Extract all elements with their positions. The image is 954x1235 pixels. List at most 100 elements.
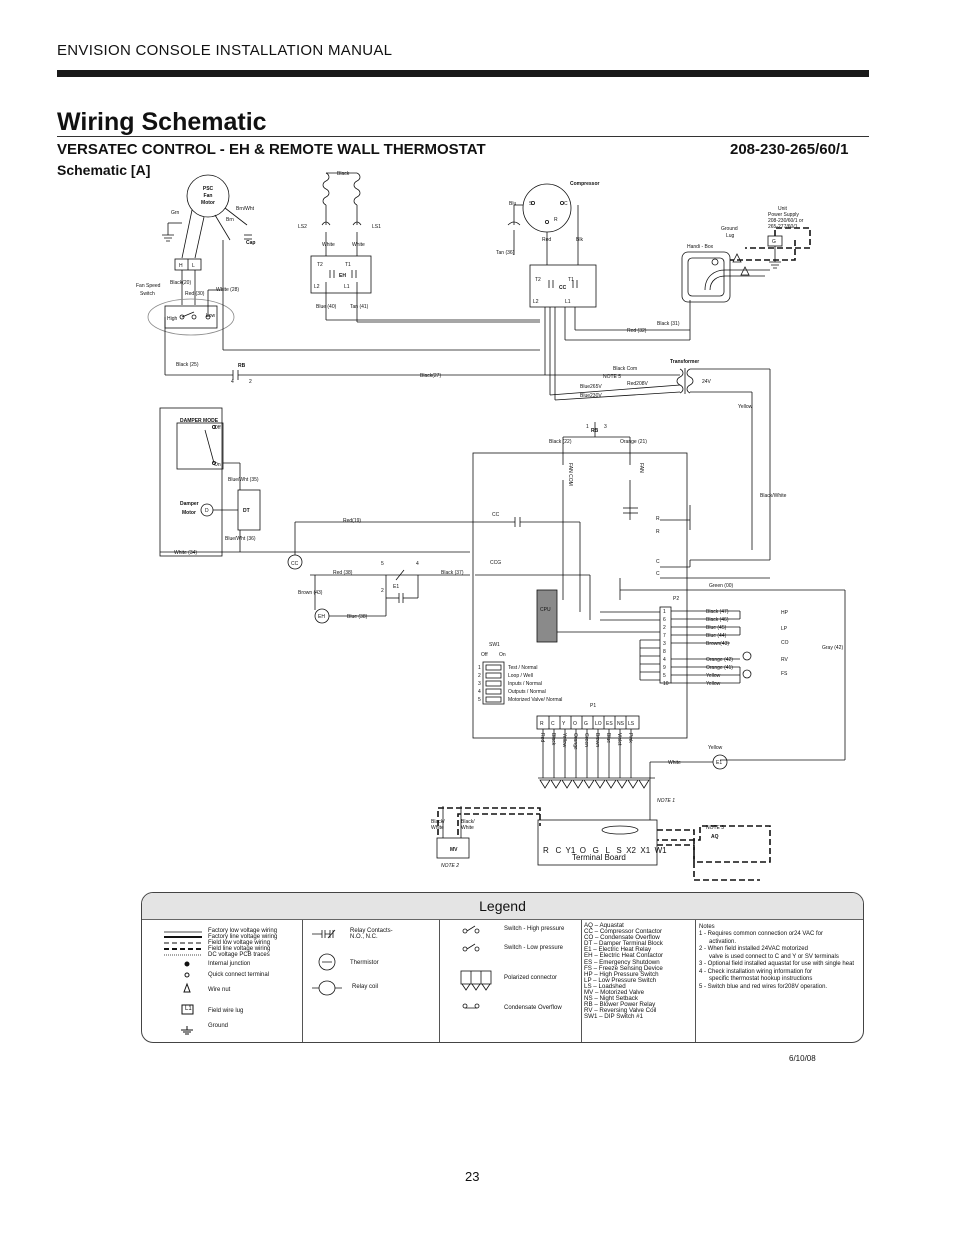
legend-polarized-connector: Polarized connector: [504, 975, 558, 981]
svg-text:Grn: Grn: [171, 210, 180, 216]
svg-text:Brown (43): Brown (43): [298, 590, 323, 596]
terminal-board: [537, 819, 658, 866]
legend-condensate-overflow: Condensate Overflow: [504, 1005, 562, 1011]
svg-text:C: C: [656, 571, 660, 577]
legend-abbreviation: LP – Low Pressure Switch: [584, 976, 657, 984]
p2-wire-label: Yellow: [706, 681, 721, 687]
svg-text:L1: L1: [565, 299, 571, 305]
sw1-item-label: Test / Normal: [508, 665, 537, 671]
date-stamp: 6/10/08: [789, 1054, 816, 1063]
p2-pin-label: 2: [663, 625, 666, 631]
svg-text:4: 4: [231, 379, 234, 385]
legend-wiring-4: Field line voltage wiring: [208, 946, 271, 952]
svg-text:MV: MV: [450, 847, 458, 853]
svg-text:H: H: [179, 263, 183, 269]
svg-text:Transformer: Transformer: [670, 359, 699, 365]
svg-text:Black (37): Black (37): [441, 570, 464, 576]
legend-junction: Internal junction: [208, 961, 251, 967]
svg-text:Black: Black: [337, 171, 350, 177]
svg-text:Black Com: Black Com: [613, 366, 637, 372]
svg-text:R: R: [656, 529, 660, 535]
svg-text:T2: T2: [535, 277, 541, 283]
p2-pin-label: 1: [663, 609, 666, 615]
p1-pin-label: ES: [606, 721, 613, 727]
svg-text:Black/: Black/: [431, 819, 445, 825]
legend-note: 5 - Switch blue and red wires for208V op…: [699, 983, 828, 990]
legend-wiring-5: DC voltage PCB traces: [208, 952, 270, 958]
svg-text:2: 2: [381, 588, 384, 594]
svg-text:RV: RV: [781, 657, 789, 663]
psc-label-2: Fan: [204, 193, 213, 199]
svg-text:Black/White: Black/White: [760, 493, 787, 499]
svg-text:Black (22): Black (22): [549, 439, 572, 445]
svg-text:Black(27): Black(27): [420, 373, 441, 379]
p2-wire-label: Blue (44): [706, 633, 727, 639]
legend-field-wire-lug: Field wire lug: [208, 1008, 244, 1014]
svg-text:Red (30): Red (30): [185, 291, 205, 297]
legend-abbreviation: LS – Loadshed: [584, 982, 626, 990]
sw1-position-number: 4: [478, 689, 481, 695]
svg-text:T2: T2: [317, 262, 323, 268]
svg-text:Low: Low: [206, 313, 216, 319]
svg-text:LS1: LS1: [372, 224, 381, 230]
legend-abbreviation: AQ – Aquastat: [584, 922, 624, 929]
legend-abbreviation: E1 – Electric Heat Relay: [584, 946, 652, 954]
svg-text:L2: L2: [533, 299, 539, 305]
svg-text:White: White: [668, 760, 681, 766]
svg-text:On: On: [499, 652, 506, 658]
svg-text:R C Y1 O G L S X2: R C Y1 O G L S X2 X1 W1: [543, 846, 667, 855]
legend-note: specific thermostat hookup instructions: [699, 976, 813, 982]
svg-text:Orange (21): Orange (21): [620, 439, 647, 445]
svg-text:L2: L2: [314, 284, 320, 290]
compressor: [522, 183, 572, 233]
legend-wiring-1: Factory low voltage wiring: [208, 928, 278, 934]
svg-text:Red208V: Red208V: [627, 381, 649, 387]
svg-text:CC: CC: [559, 285, 567, 291]
legend-wiring-2: Factory line voltage wiring: [208, 934, 278, 940]
svg-text:R: R: [656, 516, 660, 522]
svg-text:Gray (42): Gray (42): [822, 645, 843, 651]
p2-pin-label: 9: [663, 665, 666, 671]
legend-title: Legend: [142, 893, 863, 920]
p2-wire-label: Yellow: [706, 673, 721, 679]
p1-wire-label: Green: [583, 733, 589, 747]
p1-wire-label: Pink: [627, 733, 633, 743]
legend-abbreviation: HP – High Pressure Switch: [584, 970, 659, 978]
svg-text:EH: EH: [339, 273, 346, 279]
legend-wiring-3: Field low voltage wiring: [208, 940, 271, 946]
p1-wire-label: Black: [550, 733, 556, 746]
svg-text:Red: Red: [542, 237, 551, 243]
p2-wire-label: Brown(43): [706, 641, 729, 647]
p2-wire-label: Orange (42): [706, 657, 733, 663]
p2-connector: [659, 606, 672, 684]
handi-box: [681, 251, 731, 303]
p1-pin-label: LS: [628, 721, 635, 727]
svg-text:Yellow: Yellow: [708, 745, 723, 751]
svg-text:3: 3: [604, 424, 607, 430]
legend-col-relays: Relay Contacts- N.O., N.C. Thermistor Re…: [302, 920, 440, 1042]
svg-text:White: White: [322, 242, 335, 248]
legend-relay-contacts-1: Relay Contacts-: [350, 928, 393, 934]
legend-l1-tag: L1: [185, 1006, 192, 1012]
svg-text:On: On: [214, 462, 221, 468]
sw1-item-label: Inputs / Normal: [508, 681, 542, 687]
legend-abbreviation: RB – Blower Power Relay: [584, 1001, 656, 1009]
svg-text:24V: 24V: [702, 379, 712, 385]
svg-text:P2: P2: [673, 596, 679, 602]
p2-wire-label: Blue (45): [706, 625, 727, 631]
svg-text:2: 2: [249, 379, 252, 385]
svg-text:E1: E1: [716, 760, 722, 766]
svg-text:Handi - Box: Handi - Box: [687, 244, 714, 250]
legend-note: 1 - Requires common connection or24 VAC …: [699, 931, 823, 937]
legend-switch-low: Switch - Low pressure: [504, 945, 564, 951]
legend-abbreviation: EH – Electric Heat Contactor: [584, 952, 664, 960]
legend-abbreviation: CC – Compressor Contactor: [584, 928, 663, 936]
legend-relay-coil: Relay coil: [352, 984, 379, 990]
svg-text:RB: RB: [591, 428, 599, 434]
header-rule: [57, 70, 869, 77]
svg-text:LP: LP: [781, 626, 788, 632]
svg-text:White (28): White (28): [216, 287, 239, 293]
sw1-position-number: 1: [478, 665, 481, 671]
legend-switch-high: Switch - High pressure: [504, 926, 565, 932]
svg-text:White: White: [352, 242, 365, 248]
